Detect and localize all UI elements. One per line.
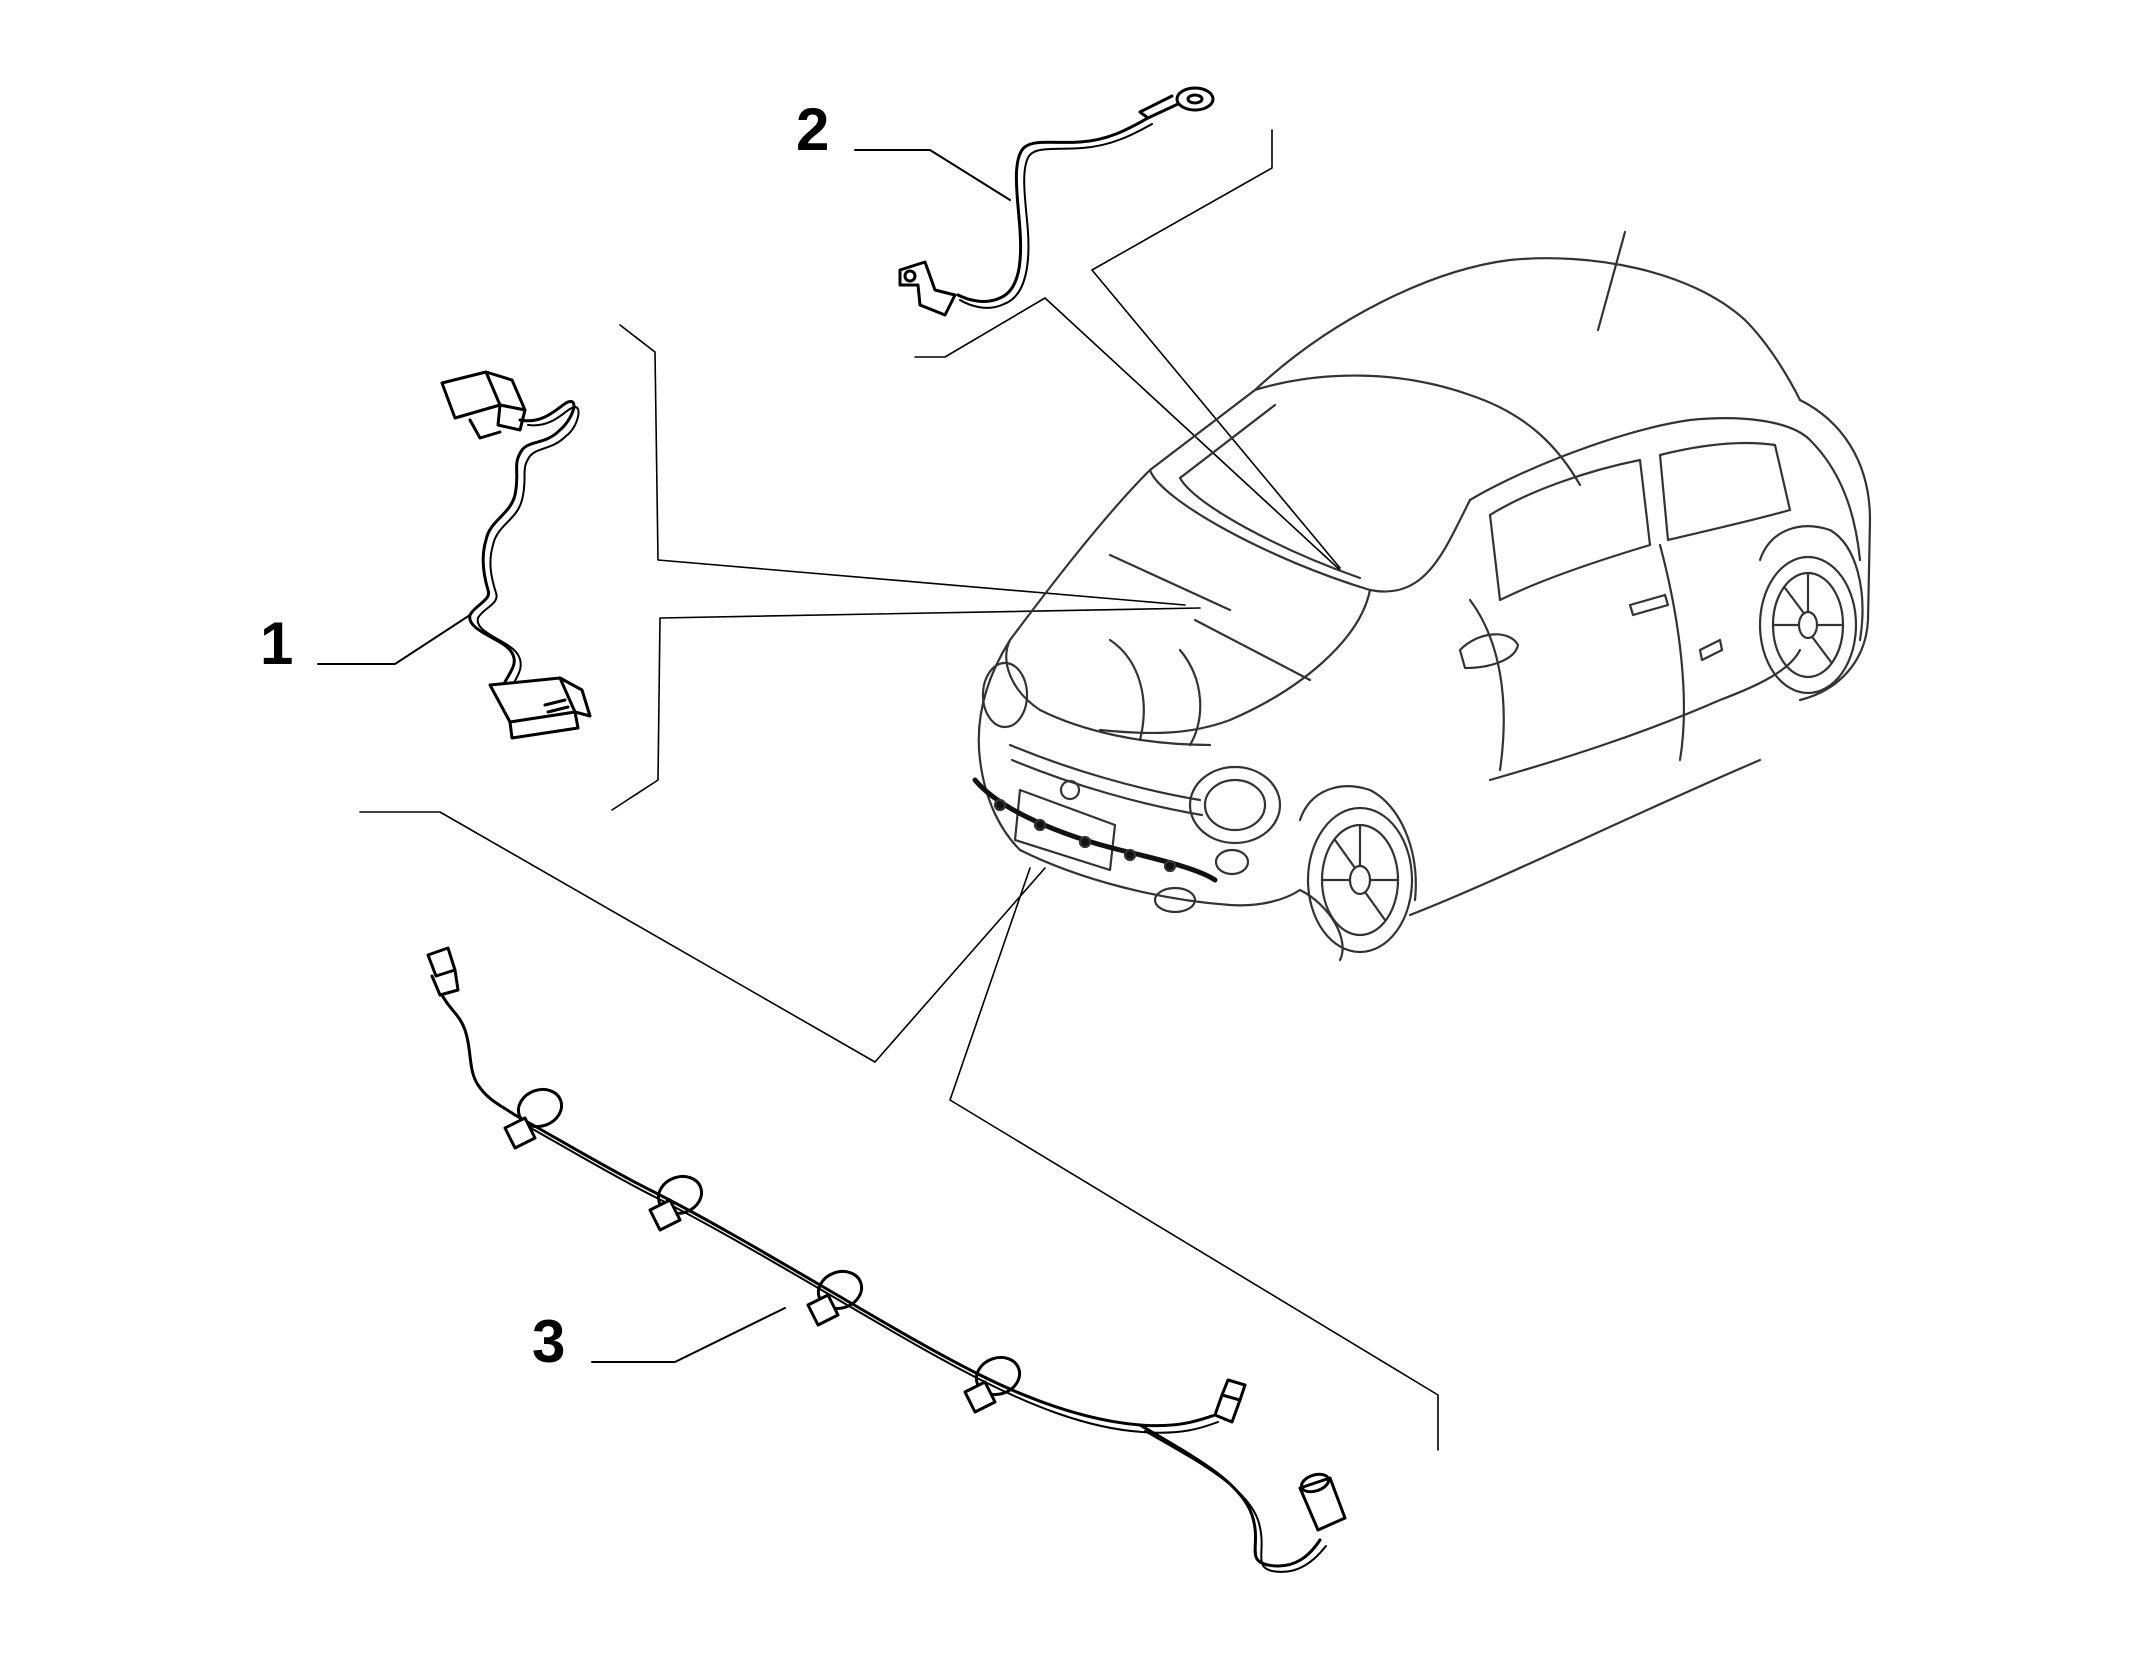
- leader-3: [591, 1307, 786, 1363]
- sensor-clip-2: [648, 1174, 704, 1232]
- callout-3: 3: [532, 1308, 566, 1375]
- car-front-wheel: [1306, 806, 1414, 954]
- bracket-3: [359, 811, 1046, 1063]
- leader-lines: [317, 149, 1011, 1363]
- part-3-sensor-harness: [426, 946, 1347, 1573]
- sensor-clip-3: [806, 1269, 864, 1327]
- part-2-ground-strap: [898, 86, 1215, 317]
- car-right-headlight: [1188, 765, 1282, 845]
- bracket-1b: [611, 607, 1201, 811]
- part-1-upper-connector: [440, 370, 502, 420]
- leader-1: [317, 614, 471, 665]
- car-illustration: [972, 230, 1872, 962]
- car-rear-wheel: [1758, 555, 1858, 695]
- bracket-3b: [949, 867, 1439, 1451]
- part-3-round-connector: [1298, 1476, 1347, 1532]
- car-badge: [1059, 779, 1081, 801]
- callout-2: 2: [796, 96, 830, 163]
- sensor-clip-1: [503, 1087, 564, 1150]
- part-2-ring-terminal: [1175, 86, 1215, 112]
- projection-lines: [359, 129, 1439, 1451]
- car-left-headlight: [981, 661, 1029, 729]
- bracket-2: [914, 297, 1341, 571]
- callout-1: 1: [260, 610, 294, 677]
- bracket-1: [619, 324, 1186, 606]
- part-1-harness: [440, 370, 592, 740]
- sensor-clip-4: [963, 1355, 1022, 1414]
- leader-2: [854, 149, 1011, 201]
